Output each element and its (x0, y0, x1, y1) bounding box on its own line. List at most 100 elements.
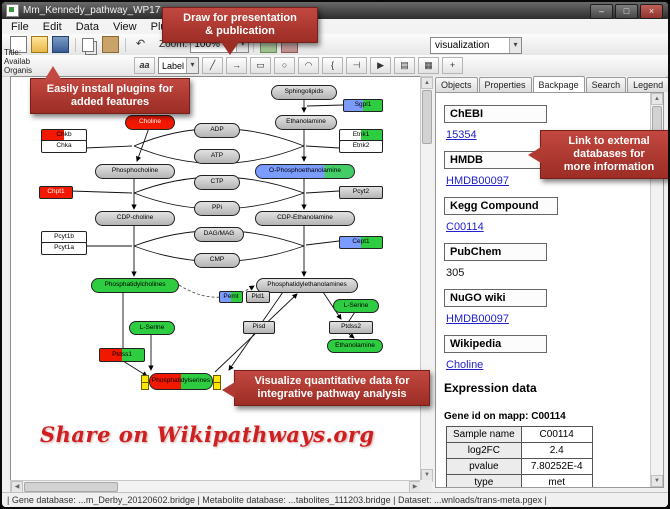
tool-icon-3[interactable]: ○ (274, 57, 296, 74)
menu-item-edit[interactable]: Edit (42, 20, 62, 33)
pathway-node[interactable]: CMP (194, 253, 240, 268)
tool-icon-2[interactable]: ▭ (250, 57, 272, 74)
database-header: PubChem (444, 243, 547, 261)
pathway-node[interactable]: Phosphatidylethanolamines (256, 278, 358, 293)
pathway-node[interactable]: Ethanolamine (275, 115, 337, 130)
pathway-node[interactable]: ATP (194, 149, 240, 164)
pathway-node[interactable]: ADP (194, 123, 240, 138)
callout-text: Easily install plugins for (46, 83, 174, 95)
new-file-icon[interactable] (10, 36, 27, 53)
horizontal-scroll-thumb[interactable] (24, 482, 118, 492)
chevron-down-icon: ▾ (186, 58, 199, 73)
menu-item-file[interactable]: File (11, 20, 29, 33)
pathway-node[interactable]: Pcyt1a (41, 242, 87, 255)
tool-icon-7[interactable]: ▶ (370, 57, 392, 74)
menu-item-data[interactable]: Data (75, 20, 99, 33)
text-label-tool[interactable]: aa (134, 57, 155, 74)
open-file-icon[interactable] (31, 36, 48, 53)
pathway-node[interactable]: CDP-choline (95, 211, 175, 226)
pathway-node[interactable]: Ptdss2 (329, 321, 373, 334)
database-header: ChEBI (444, 105, 547, 123)
undo-icon[interactable]: ↶ (135, 38, 146, 50)
pathway-node[interactable]: Phosphatidylcholines (91, 278, 179, 293)
pathway-node[interactable]: L-Serine (129, 321, 175, 335)
pathway-node[interactable]: PPi (194, 201, 240, 216)
pathway-node[interactable]: Chpt1 (39, 186, 73, 199)
tool-icon-1[interactable]: → (226, 57, 248, 74)
tool-icon-4[interactable]: ◠ (298, 57, 320, 74)
pathway-node[interactable]: Etnk2 (339, 140, 383, 153)
pathway-node[interactable]: Ptdss1 (99, 348, 145, 362)
gene-id-line: Gene id on mapp: C00114 (444, 411, 566, 422)
table-cell: 2.4 (520, 442, 593, 459)
pathway-node[interactable]: Chka (41, 140, 87, 153)
copy-icon[interactable] (82, 37, 94, 52)
scroll-up-icon[interactable]: ▲ (421, 77, 433, 89)
toolbar-separator (75, 37, 76, 52)
tool-icon-6[interactable]: ⊣ (346, 57, 368, 74)
database-link[interactable]: 15354 (446, 129, 477, 141)
pathway-node[interactable]: O-Phosphoethanolamine (255, 164, 355, 179)
tool-icon-8[interactable]: ▤ (394, 57, 416, 74)
callout-text: & publication (205, 25, 275, 37)
tool-icon-10[interactable]: + (442, 57, 464, 74)
label-tool-text: Label (162, 60, 185, 71)
pathway-node[interactable]: Pld1 (246, 291, 270, 303)
tool-icon-5[interactable]: { (322, 57, 344, 74)
pathway-node[interactable]: CDP-Ethanolamine (255, 211, 355, 226)
panel-scrollbar[interactable]: ▲ ▼ (650, 93, 663, 487)
pathway-node[interactable]: Ethanolamine (327, 339, 383, 353)
pathway-node[interactable]: Sphingolipids (271, 85, 337, 100)
pathway-node[interactable]: Pisd (243, 321, 275, 334)
title-bar[interactable]: Mm_Kennedy_pathway_WP1771_45176.gpml – □… (2, 2, 668, 19)
database-link[interactable]: Choline (446, 359, 484, 371)
chevron-down-icon[interactable]: ▾ (509, 38, 521, 53)
pathway-info-availability: Availab (4, 57, 31, 66)
main-toolbar: ↶ Zoom: 100% ▾ visualization ▾ (2, 34, 668, 56)
pathway-node[interactable]: Pcyt2 (339, 186, 383, 199)
save-icon[interactable] (52, 36, 69, 53)
pathway-node[interactable]: Phosphatidylserines (149, 373, 213, 390)
pathway-node[interactable]: L-Serine (333, 299, 379, 313)
canvas-vertical-scrollbar[interactable]: ▲ ▼ (420, 76, 434, 482)
database-link[interactable]: C00114 (446, 221, 484, 233)
database-value: 305 (446, 267, 465, 279)
pathway-node[interactable]: DAG/MAG (194, 227, 244, 242)
pathway-node[interactable]: CTP (194, 175, 240, 190)
paste-icon[interactable] (102, 36, 119, 53)
database-header: NuGO wiki (444, 289, 547, 307)
tab-legend[interactable]: Legend (627, 77, 668, 92)
sample-square (213, 382, 221, 390)
visualization-dropdown[interactable]: visualization ▾ (430, 37, 522, 54)
database-link[interactable]: HMDB00097 (446, 313, 509, 325)
label-tool-dropdown[interactable]: Label▾ (158, 57, 200, 74)
maximize-button[interactable]: □ (615, 4, 638, 19)
table-cell: 7.80252E-4 (520, 458, 593, 475)
tab-properties[interactable]: Properties (478, 77, 532, 92)
scroll-up-icon[interactable]: ▲ (651, 93, 663, 105)
tab-search[interactable]: Search (585, 77, 627, 92)
tab-objects[interactable]: Objects (435, 77, 478, 92)
database-link[interactable]: HMDB00097 (446, 175, 509, 187)
backpage-section: ChEBI 15354 (444, 105, 647, 141)
sample-square (141, 382, 149, 390)
pathway-node[interactable]: Phosphocholine (95, 164, 175, 179)
tool-icon-0[interactable]: ╱ (202, 57, 224, 74)
scroll-down-icon[interactable]: ▼ (651, 475, 663, 487)
pathway-node[interactable]: Pemt (219, 291, 243, 303)
minimize-button[interactable]: – (590, 4, 613, 19)
pathway-node[interactable]: Choline (125, 115, 175, 130)
menu-item-view[interactable]: View (112, 20, 137, 33)
close-button[interactable]: × (640, 4, 663, 19)
vertical-scroll-thumb[interactable] (422, 90, 432, 144)
tab-backpage[interactable]: Backpage (532, 76, 585, 92)
pathway-node[interactable]: Cept1 (339, 236, 383, 249)
pathway-node[interactable]: Sgpl1 (343, 99, 383, 112)
tool-icon-9[interactable]: ▦ (418, 57, 440, 74)
